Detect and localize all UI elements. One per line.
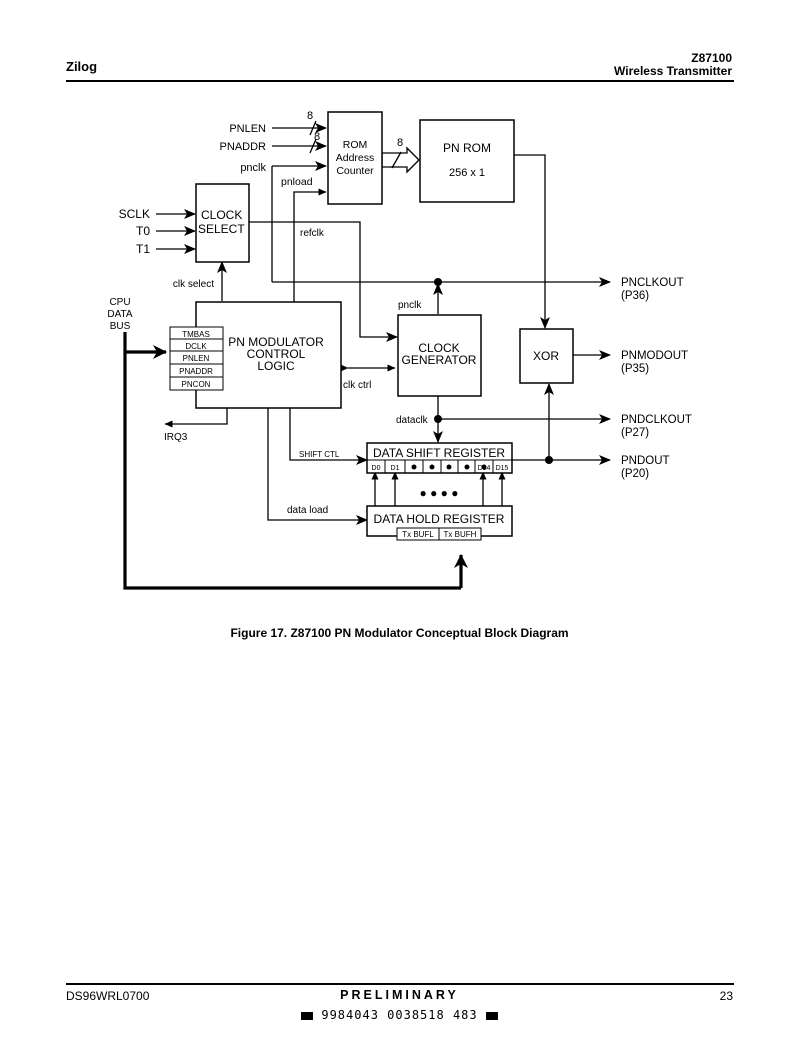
shift-ctl-label: SHIFT CTL — [299, 450, 340, 459]
document-id: DS96WRL0700 — [66, 989, 150, 1003]
rom-counter-line1: ROM — [343, 139, 368, 151]
pnclk-gen-label: pnclk — [398, 300, 422, 311]
barcode-block-right — [485, 1011, 498, 1020]
footer-rule — [66, 983, 734, 985]
company-name: Zilog — [66, 59, 98, 74]
barcode-number: 9984043 0038518 483 — [321, 1008, 478, 1022]
tx-bufh-cell — [438, 527, 482, 541]
xor-label: XOR — [533, 349, 559, 363]
shift-ctl-line — [289, 408, 368, 465]
register-pncon-cell — [169, 376, 224, 391]
pnaddr-label: PNADDR — [220, 141, 267, 153]
pnclk-label: pnclk — [240, 162, 266, 174]
pndclkout-name: PNDCLKOUT — [621, 414, 692, 426]
clk-select-label: clk select — [173, 279, 214, 290]
cpu-bus-line2: DATA — [107, 309, 133, 320]
shift-dot — [464, 464, 470, 470]
clock-generator-box — [397, 314, 482, 397]
rom-bus-width: 8 — [397, 137, 403, 149]
pnclk-junction — [434, 278, 442, 286]
pndout-name: PNDOUT — [621, 455, 670, 467]
dataclk-junction — [434, 415, 442, 423]
pndclkout-pin: (P27) — [621, 427, 649, 439]
data-load-line — [267, 408, 368, 525]
sclk-label: SCLK — [119, 207, 150, 221]
tx-bufl-label: Tx BUFL — [402, 530, 434, 539]
tx-bufh-label: Tx BUFH — [444, 530, 477, 539]
pnclkout-name: PNCLKOUT — [621, 277, 684, 289]
cpu-bus-line1: CPU — [109, 297, 130, 308]
figure-caption: Figure 17. Z87100 PN Modulator Conceptua… — [230, 626, 569, 640]
shift-cell-d0: D0 — [372, 465, 381, 472]
page-number: 23 — [719, 989, 733, 1003]
irq3-label: IRQ3 — [164, 432, 188, 443]
rom-bus-slash — [391, 151, 402, 169]
pnlen-bus-slash — [309, 120, 317, 136]
control-logic-line1: PN MODULATOR — [228, 335, 324, 349]
preliminary-status: PRELIMINARY — [340, 988, 459, 1002]
pnaddr-bus-width: 8 — [314, 131, 320, 143]
control-logic-line2: CONTROL — [247, 347, 306, 361]
barcode-block-left — [301, 1011, 314, 1020]
clock-select-line2: SELECT — [198, 222, 245, 236]
shift-register-title: DATA SHIFT REGISTER — [373, 446, 505, 460]
data-shift-register-box — [366, 442, 513, 474]
document-subtitle: Wireless Transmitter — [614, 64, 732, 78]
rom-bus-arrow — [381, 146, 420, 174]
xor-box — [519, 328, 574, 384]
pn-rom-box — [419, 119, 515, 203]
clk-ctrl-label: clk ctrl — [343, 380, 371, 391]
shift-dot — [481, 464, 487, 470]
shift-cell-d15: D15 — [496, 465, 509, 472]
clock-generator-line1: CLOCK — [418, 341, 459, 355]
t0-label: T0 — [136, 224, 150, 238]
rom-counter-line2: Address — [336, 152, 375, 164]
pn-rom-line1: PN ROM — [443, 141, 491, 155]
hold-register-title: DATA HOLD REGISTER — [374, 512, 505, 526]
t1-label: T1 — [136, 242, 150, 256]
pnaddr-bus-slash — [309, 138, 317, 154]
barcode-line: 9984043 0038518 483 — [0, 1008, 799, 1022]
pnlen-label: PNLEN — [229, 123, 266, 135]
register-dclk: DCLK — [185, 342, 207, 351]
pnrom-to-xor-line — [514, 154, 550, 329]
pn-modulator-block-diagram: PNLEN PNADDR pnclk 8 8 8 ROM Address Cou… — [107, 110, 692, 590]
irq3-line — [164, 408, 228, 428]
data-load-label: data load — [287, 505, 328, 516]
control-logic-line3: LOGIC — [257, 359, 295, 373]
shift-dot — [429, 464, 435, 470]
register-pnaddr: PNADDR — [179, 367, 213, 376]
pnlen-bus-width: 8 — [307, 110, 313, 122]
dataclk-label: dataclk — [396, 415, 429, 426]
pnload-label: pnload — [281, 176, 313, 188]
part-number: Z87100 — [691, 51, 732, 65]
register-pnlen: PNLEN — [183, 354, 210, 363]
shift-cell-d1: D1 — [391, 465, 400, 472]
rom-address-counter-box — [327, 111, 383, 205]
clock-select-box — [195, 183, 250, 263]
pn-rom-line2: 256 x 1 — [449, 167, 485, 179]
rom-counter-line3: Counter — [336, 165, 374, 177]
refclk-label: refclk — [300, 228, 325, 239]
pnmodout-name: PNMODOUT — [621, 350, 688, 362]
register-tmbas: TMBAS — [182, 330, 210, 339]
pnmodout-pin: (P35) — [621, 363, 649, 375]
shift-dot — [446, 464, 452, 470]
pnclkout-pin: (P36) — [621, 290, 649, 302]
clock-select-line1: CLOCK — [201, 208, 242, 222]
pnload-line — [293, 188, 327, 302]
shift-dot — [411, 464, 417, 470]
register-pncon: PNCON — [182, 380, 211, 389]
clock-generator-line2: GENERATOR — [402, 353, 477, 367]
header-rule — [66, 80, 734, 82]
shift-hold-dots: ● ● ● ● — [420, 486, 459, 500]
refclk-line — [249, 221, 398, 342]
cpu-data-bus — [123, 332, 461, 590]
cpu-bus-line3: BUS — [110, 321, 131, 332]
shift-cell-d14: D14 — [478, 465, 491, 472]
pndout-junction — [545, 456, 553, 464]
pndout-pin: (P20) — [621, 468, 649, 480]
